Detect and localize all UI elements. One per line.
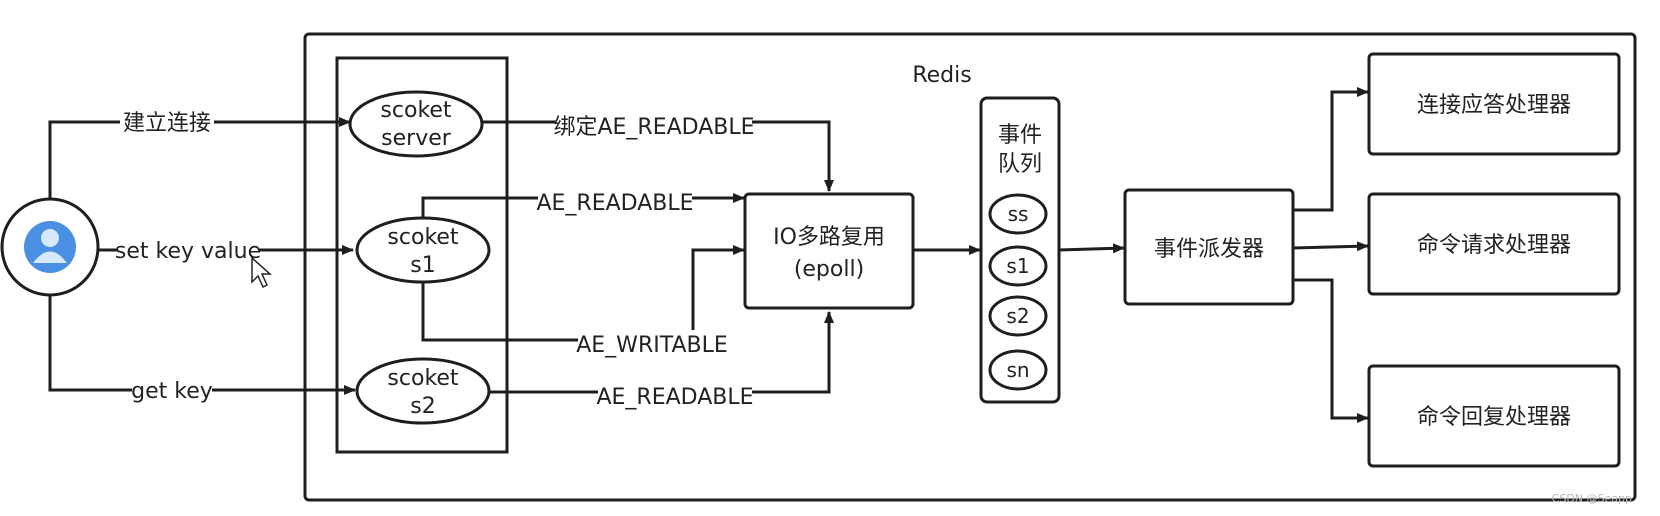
handler-command-reply: 命令回复处理器 <box>1367 364 1621 468</box>
event-queue: 事件 队列 ss s1 s2 sn <box>979 96 1061 404</box>
queue-item: s1 <box>988 245 1048 287</box>
svg-text:ss: ss <box>1008 202 1029 226</box>
label-s2-readable: AE_READABLE <box>596 385 753 410</box>
event-queue-title-line1: 事件 <box>998 123 1042 148</box>
queue-item: sn <box>988 349 1048 391</box>
socket-s2-line1: scoket <box>387 366 459 391</box>
socket-s2: scoket s2 <box>355 357 491 425</box>
socket-s2-line2: s2 <box>410 394 435 419</box>
handler-connect-accept: 连接应答处理器 <box>1367 52 1621 156</box>
event-queue-title-line2: 队列 <box>998 152 1042 177</box>
label-set-key-value: set key value <box>115 239 261 264</box>
edge-to-reply-handler <box>1293 278 1369 423</box>
svg-text:命令回复处理器: 命令回复处理器 <box>1417 405 1571 430</box>
label-get-key: get key <box>131 379 213 404</box>
event-dispatcher-label: 事件派发器 <box>1154 237 1264 262</box>
label-s1-writable: AE_WRITABLE <box>576 333 728 358</box>
svg-text:命令请求处理器: 命令请求处理器 <box>1417 233 1571 258</box>
client-avatar <box>0 197 100 297</box>
socket-s1: scoket s1 <box>355 216 491 284</box>
edge-to-connect-handler <box>1293 87 1369 212</box>
socket-server-line1: scoket <box>380 98 452 123</box>
edge-to-request-handler <box>1292 241 1369 252</box>
svg-text:s2: s2 <box>1006 304 1029 328</box>
socket-s1-line2: s1 <box>410 253 435 278</box>
edge-get <box>48 295 356 395</box>
handler-command-request: 命令请求处理器 <box>1367 192 1621 296</box>
user-avatar-icon <box>24 221 76 273</box>
svg-text:s1: s1 <box>1006 254 1029 278</box>
io-multiplexer-box: IO多路复用 (epoll) <box>743 192 915 310</box>
label-connect: 建立连接 <box>123 111 211 136</box>
mouse-cursor-icon <box>251 256 272 289</box>
redis-title: Redis <box>912 63 971 88</box>
label-bind-readable: 绑定AE_READABLE <box>553 115 754 140</box>
queue-item: ss <box>988 193 1048 235</box>
edge-queue-to-dispatcher <box>1058 243 1125 254</box>
socket-server-line2: server <box>381 126 452 151</box>
socket-s1-line1: scoket <box>387 225 459 250</box>
io-multiplexer-line1: IO多路复用 <box>773 225 885 250</box>
svg-text:连接应答处理器: 连接应答处理器 <box>1417 93 1571 118</box>
edge-connect <box>48 117 351 199</box>
watermark: CSDN @Seapp <box>1552 492 1632 505</box>
label-s1-readable: AE_READABLE <box>536 191 693 216</box>
socket-server: scoket server <box>348 90 484 158</box>
event-dispatcher-box: 事件派发器 <box>1123 188 1295 306</box>
queue-item: s2 <box>988 295 1048 337</box>
svg-text:sn: sn <box>1006 358 1029 382</box>
io-multiplexer-line2: (epoll) <box>794 257 864 282</box>
